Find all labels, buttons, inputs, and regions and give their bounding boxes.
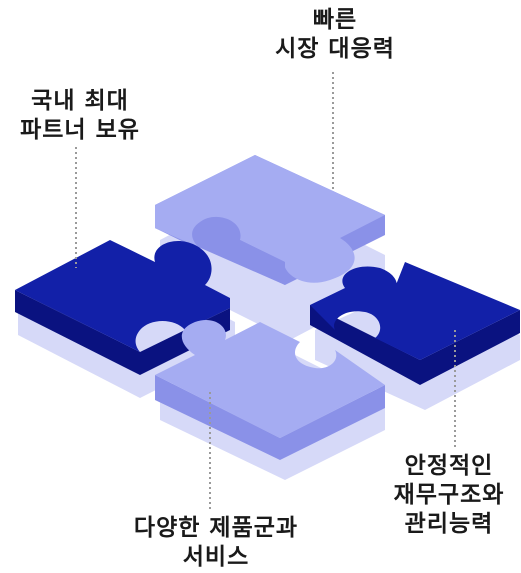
- label-bottom-line2: 서비스: [182, 544, 250, 570]
- label-left-line2: 파트너 보유: [20, 117, 140, 143]
- label-top-line2: 시장 대응력: [275, 36, 395, 62]
- label-bottom-line1: 다양한 제품군과: [133, 515, 299, 541]
- label-left-line1: 국내 최대: [31, 88, 129, 114]
- leader-lines: [75, 72, 456, 510]
- label-fast-market-response: 빠른 시장 대응력: [250, 6, 420, 64]
- puzzle-piece-right: [310, 262, 520, 385]
- label-right-line1: 안정적인: [404, 453, 494, 479]
- puzzle-piece-bottom: [155, 320, 385, 460]
- puzzle-piece-top: [155, 155, 385, 285]
- label-right-line3: 관리능력: [404, 511, 494, 537]
- label-largest-partners: 국내 최대 파트너 보유: [0, 87, 160, 145]
- label-right-line2: 재무구조와: [393, 482, 505, 508]
- label-products-services: 다양한 제품군과 서비스: [96, 514, 336, 572]
- label-top-line1: 빠른: [312, 7, 358, 33]
- label-stable-finance: 안정적인 재무구조와 관리능력: [380, 452, 518, 539]
